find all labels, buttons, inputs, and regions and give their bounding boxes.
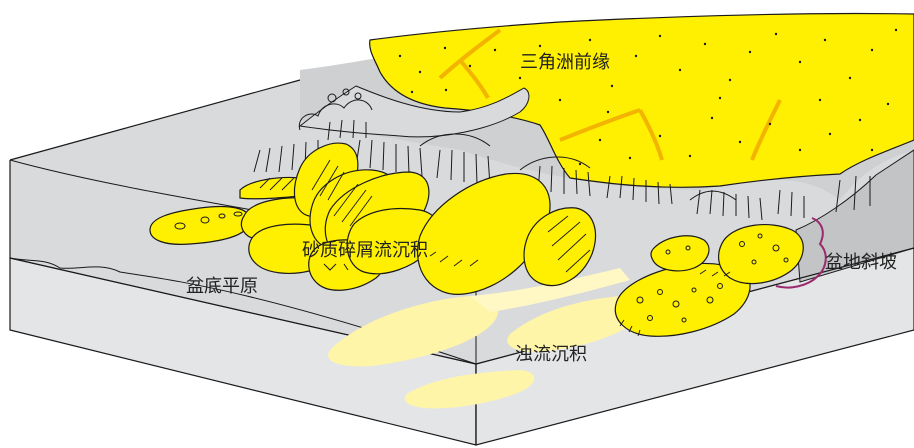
debris-lobe-11: [523, 207, 597, 286]
delta-channel-3: [750, 99, 782, 161]
debris-lobe-far-right: [718, 223, 804, 285]
delta-front: [369, 12, 914, 188]
debris-clasts-left: [174, 211, 349, 271]
surface-relief-line: [9, 257, 477, 365]
turbidite-lobe-3: [404, 370, 535, 409]
turbidite-deposits: [328, 268, 646, 409]
delta-channel-2: [559, 108, 664, 161]
turbidite-lobe-1: [328, 296, 499, 367]
turbidite-channel: [470, 268, 630, 312]
clasts-lower-right: [636, 233, 789, 323]
label-basin-slope: 盆地斜坡: [825, 252, 897, 273]
label-sandy-debris: 砂质碎屑流沉积: [302, 240, 428, 261]
basin-slope-bracket: [775, 217, 827, 289]
debris-hatch-lower-right: [619, 269, 731, 337]
slope-scar-curve-2: [519, 156, 591, 171]
label-delta-front: 三角洲前缘: [520, 52, 610, 73]
label-turbidite: 浊流沉积: [515, 344, 587, 365]
turbidite-lobe-2: [507, 296, 646, 352]
delta-front-body: [369, 12, 914, 188]
delta-stipple: [398, 28, 898, 166]
debris-lobe-lower-right-body: [614, 262, 751, 337]
slope-scar-curve-3: [689, 190, 737, 201]
debris-hatching: [259, 159, 591, 273]
debris-lobe-lower-right: [614, 223, 804, 337]
basin-slope-face: [795, 149, 914, 283]
label-basin-plain: 盆底平原: [186, 276, 258, 297]
slope-scar-curve-1: [419, 133, 491, 147]
debris-lobe-upper-right: [650, 235, 710, 272]
delta-channel-1: [438, 28, 502, 99]
slump-head: [298, 88, 373, 141]
